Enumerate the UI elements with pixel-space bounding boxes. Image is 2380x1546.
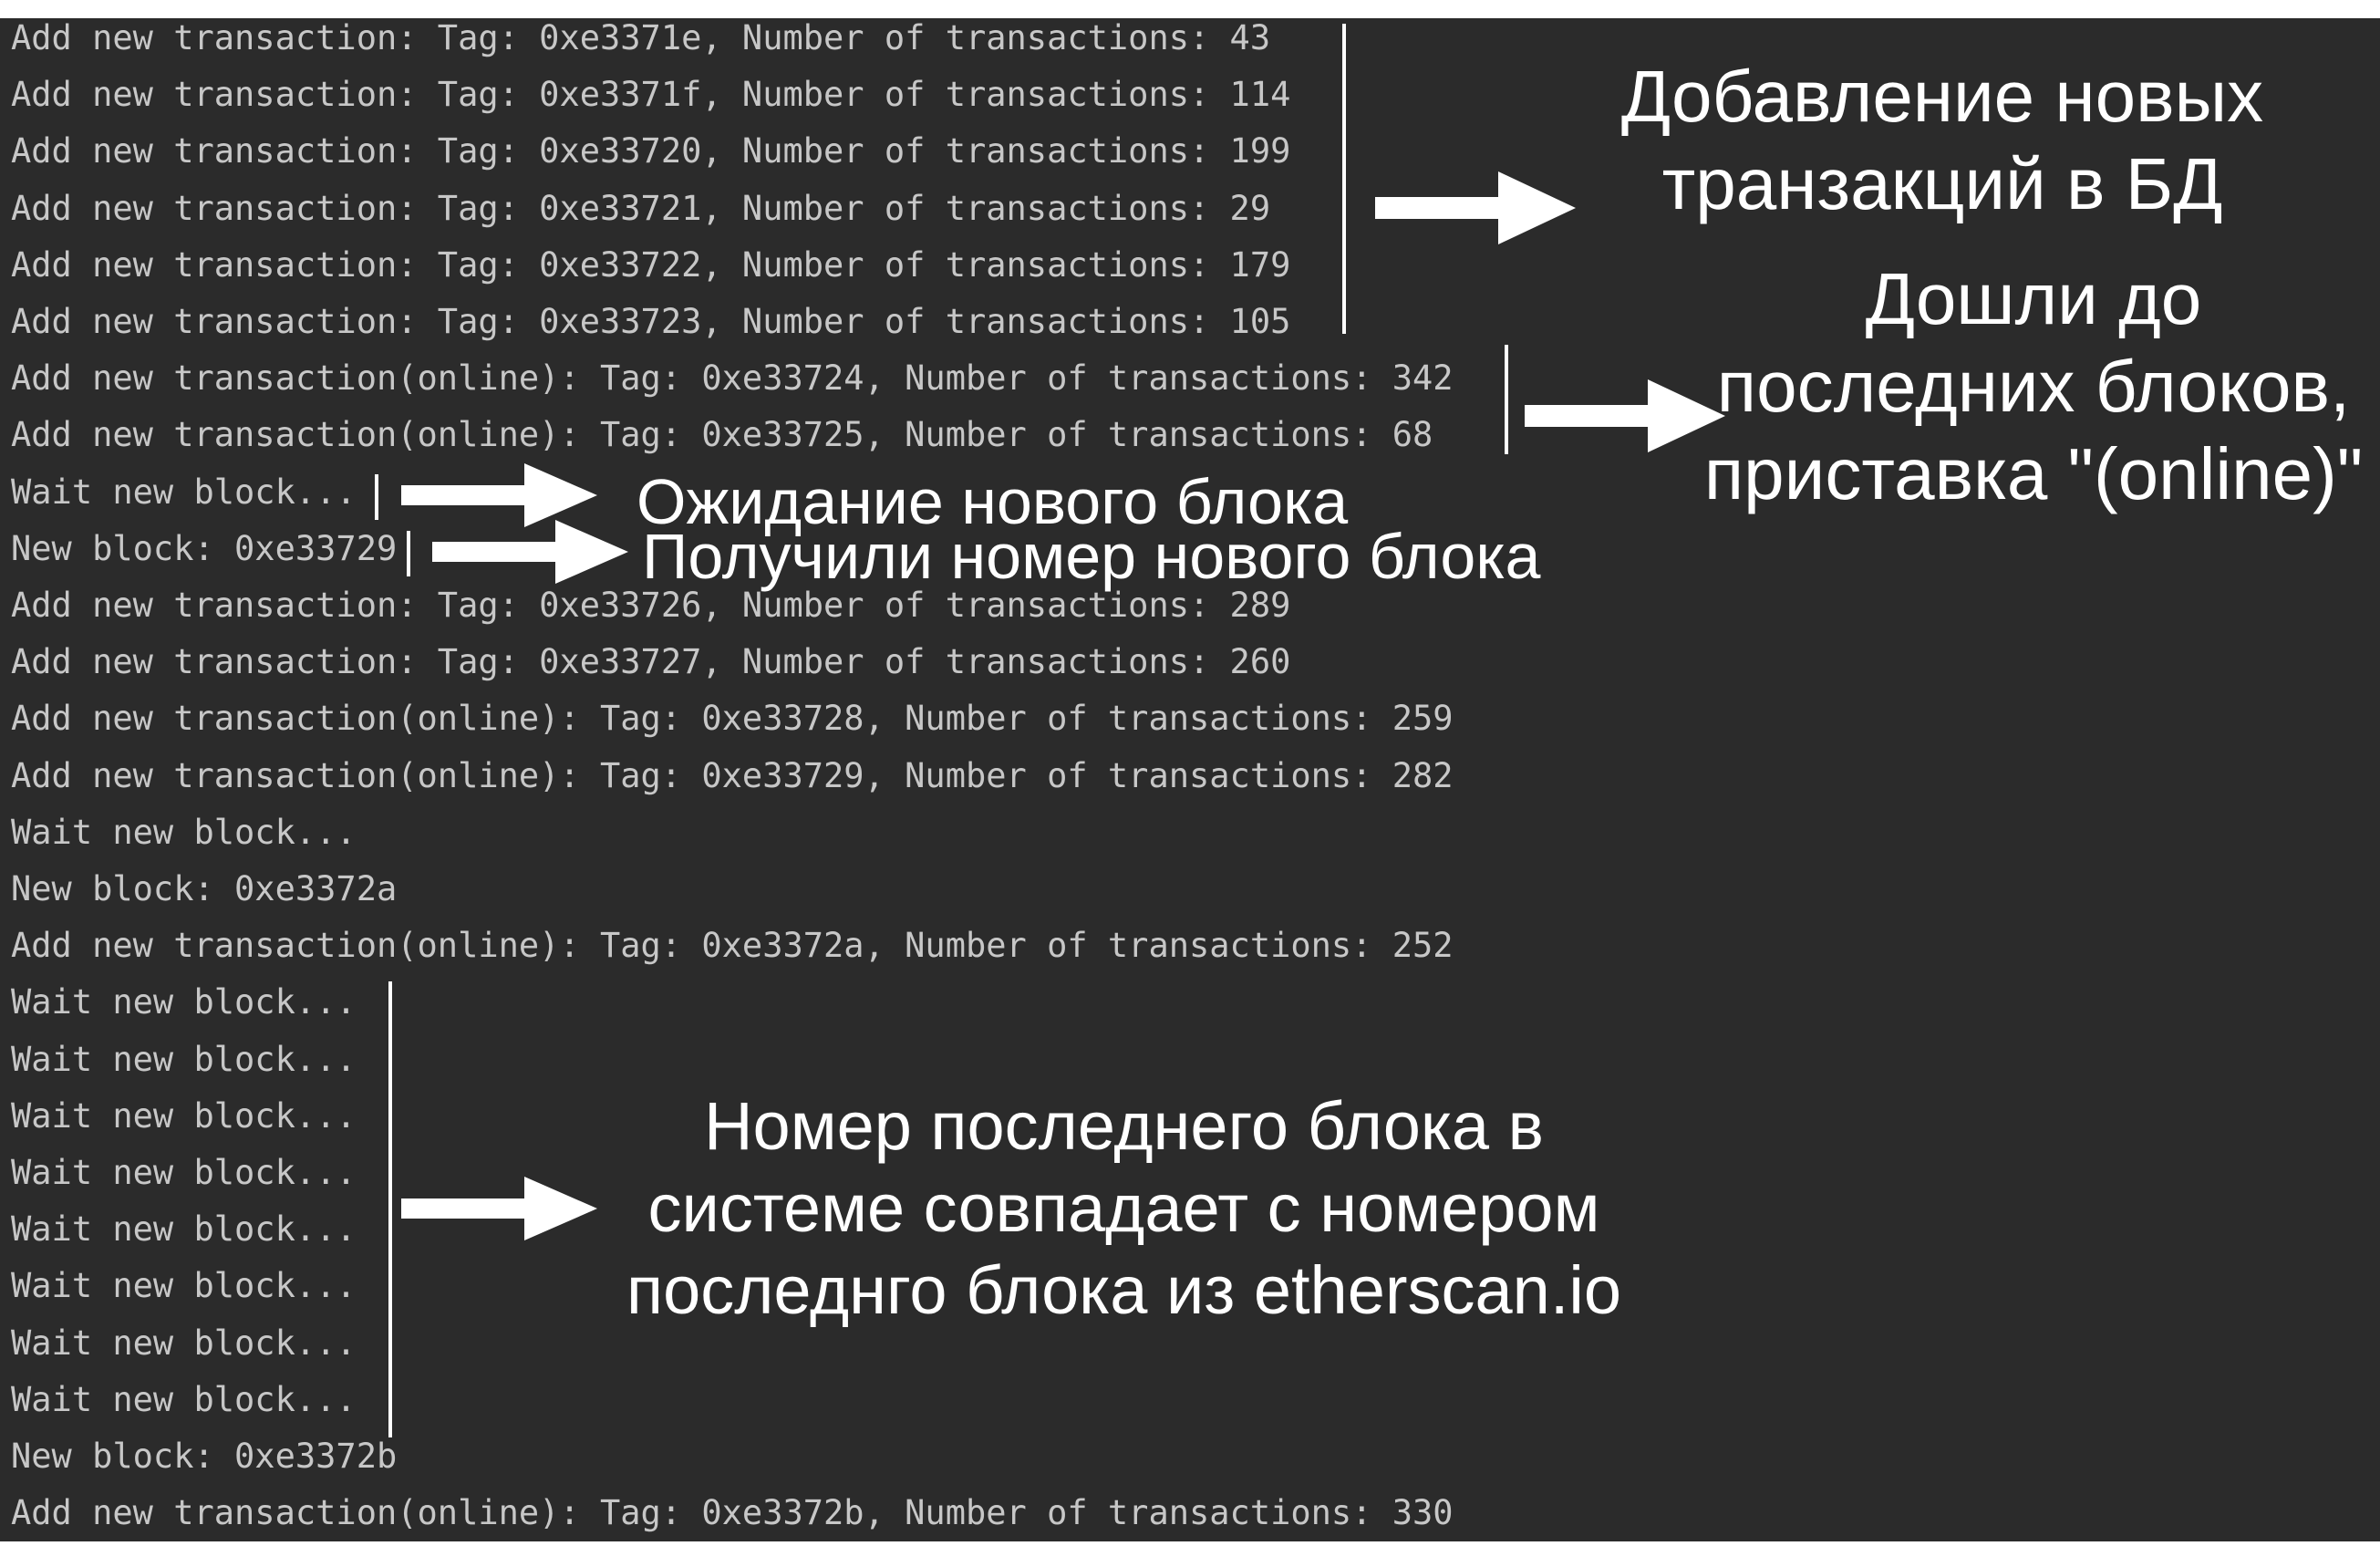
note-last-block-line2: системе совпадает с номером (647, 1170, 1600, 1246)
note-online-line1: Дошли до (1865, 258, 2202, 339)
console-line: Wait new block... (11, 472, 357, 512)
console-line: Wait new block... (11, 1095, 357, 1136)
note-online-line2: последних блоков, (1716, 346, 2351, 427)
bracket-db (1342, 24, 1346, 334)
console-line: Wait new block... (11, 1039, 357, 1079)
note-last-block-line3: последнго блока из etherscan.io (626, 1252, 1621, 1328)
console-line: Add new transaction(online): Tag: 0xe337… (11, 755, 1454, 795)
console-line: Add new transaction: Tag: 0xe33720, Numb… (11, 131, 1291, 171)
note-last-block: Номер последнего блока в системе совпада… (584, 1085, 1664, 1332)
bracket-online (1505, 345, 1508, 454)
note-last-block-line1: Номер последнего блока в (704, 1088, 1544, 1164)
console-line: Add new transaction(online): Tag: 0xe337… (11, 699, 1454, 739)
console-line: Add new transaction: Tag: 0xe33727, Numb… (11, 642, 1291, 682)
note-online: Дошли до последних блоков, приставка "(o… (1696, 255, 2371, 518)
arrow-right-icon (432, 520, 628, 584)
console-line: Add new transaction: Tag: 0xe33721, Numb… (11, 188, 1271, 228)
console-line: Add new transaction(online): Tag: 0xe337… (11, 926, 1454, 966)
arrow-right-icon (401, 463, 597, 527)
console-line: Wait new block... (11, 982, 357, 1022)
bracket-lastblock (388, 981, 392, 1437)
console-line: Wait new block... (11, 1323, 357, 1363)
arrow-right-icon (1375, 171, 1576, 244)
note-add-to-db-line1: Добавление новых (1620, 56, 2264, 137)
console-line: Wait new block... (11, 1266, 357, 1306)
console-output: Add new transaction: Tag: 0xe3371e, Numb… (0, 18, 2380, 1541)
console-line: Wait new block... (11, 1379, 357, 1419)
console-line: Wait new block... (11, 1153, 357, 1192)
console-line: New block: 0xe3372b (11, 1437, 398, 1476)
note-add-to-db-line2: транзакций в БД (1661, 143, 2223, 224)
console-line: Add new transaction(online): Tag: 0xe337… (11, 358, 1454, 399)
arrow-right-icon (401, 1177, 597, 1240)
bracket-wait (375, 474, 378, 520)
console-line: Add new transaction(online): Tag: 0xe337… (11, 415, 1433, 455)
console-line: Add new transaction: Tag: 0xe33726, Numb… (11, 586, 1291, 625)
console-line: Wait new block... (11, 1209, 357, 1250)
console-line: New block: 0xe33729 (11, 528, 398, 568)
note-online-line3: приставка "(online)" (1703, 433, 2364, 514)
note-waiting: Ожидание нового блока (636, 466, 1349, 537)
note-add-to-db: Добавление новых транзакций в БД (1568, 53, 2316, 228)
arrow-right-icon (1525, 379, 1725, 452)
console-line: New block: 0xe3372a (11, 869, 398, 908)
console-line: Add new transaction: Tag: 0xe33722, Numb… (11, 244, 1291, 285)
console-line: Add new transaction: Tag: 0xe33723, Numb… (11, 302, 1291, 341)
console-line: Add new transaction(online): Tag: 0xe337… (11, 1493, 1454, 1533)
console-line: Add new transaction: Tag: 0xe3371e, Numb… (11, 18, 1271, 57)
bracket-newblock (407, 531, 410, 576)
console-line: Add new transaction: Tag: 0xe3371f, Numb… (11, 75, 1291, 115)
console-line: Wait new block... (11, 812, 357, 852)
note-got-block: Получили номер нового блока (642, 521, 1541, 592)
